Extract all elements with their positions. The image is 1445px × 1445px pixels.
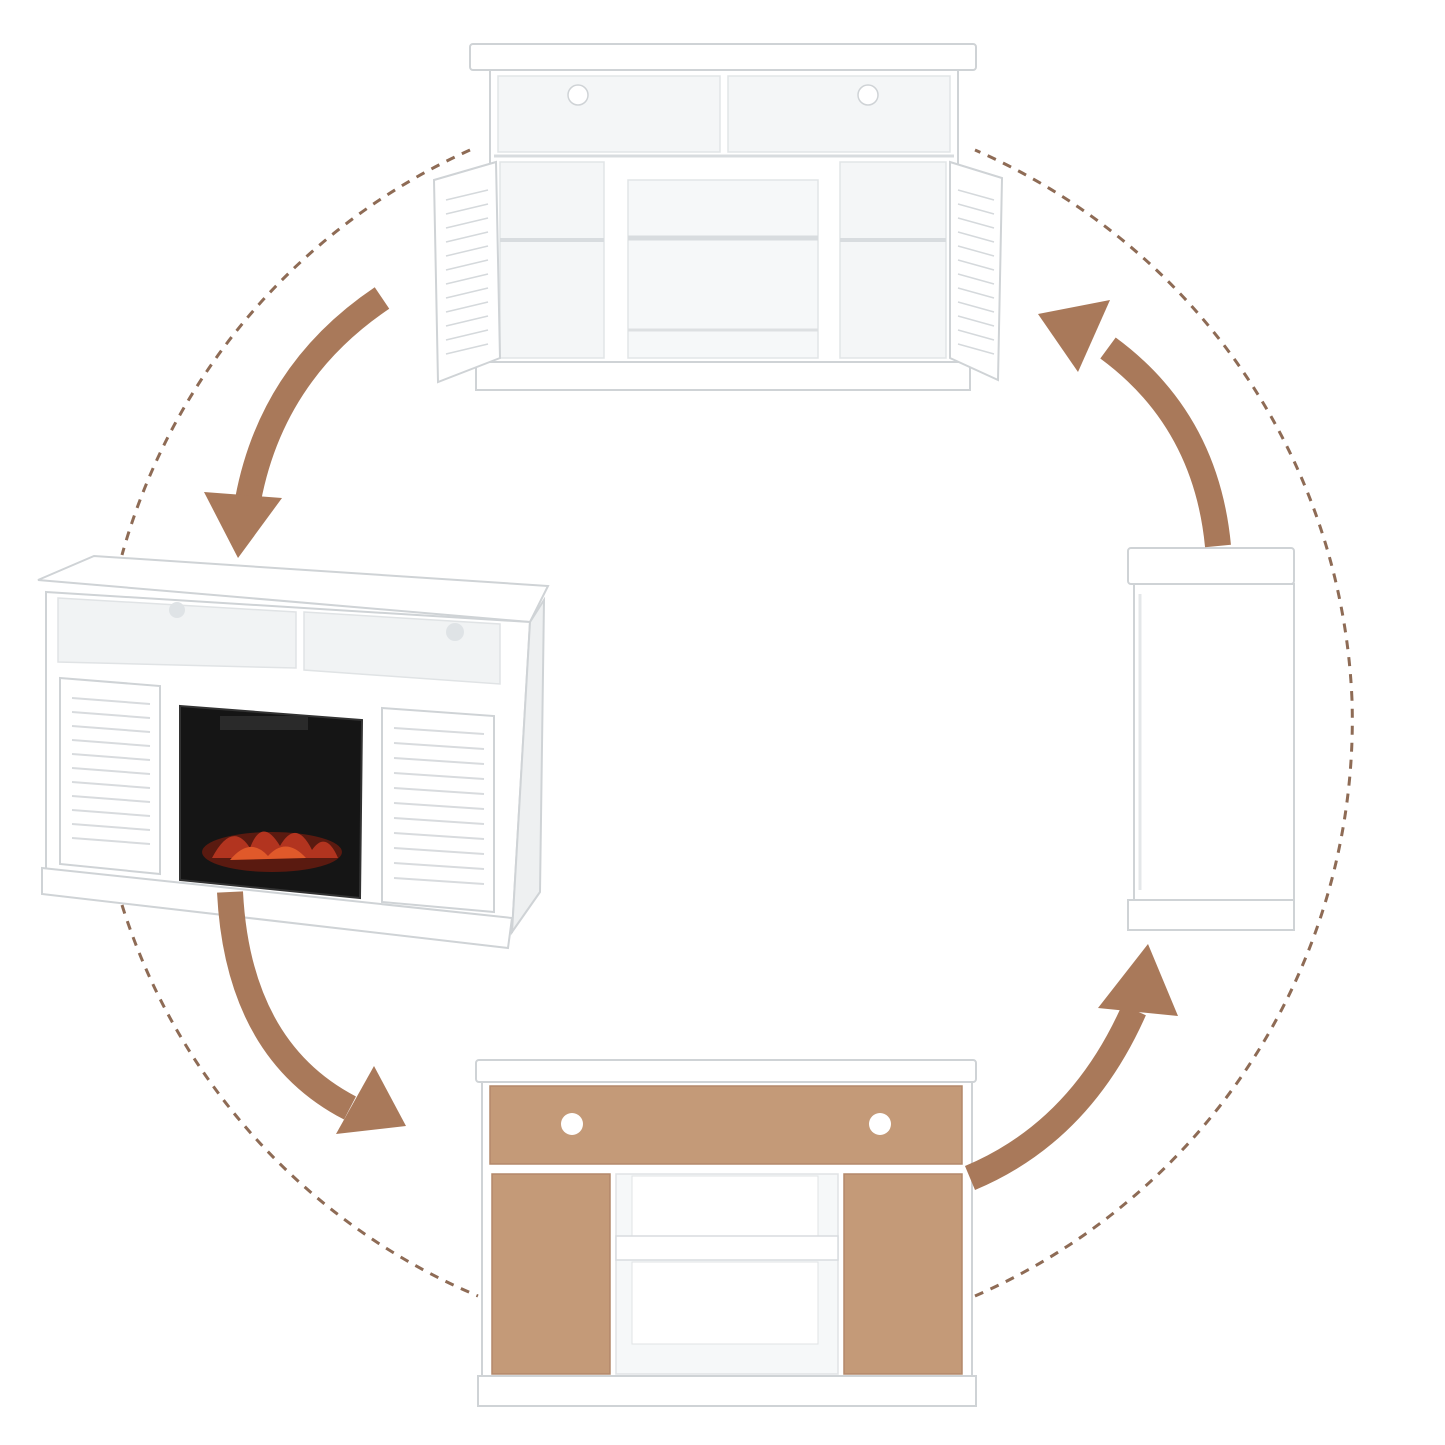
dashed-rotation-ring: [120, 148, 1354, 1298]
cabinet-front-open-view: [432, 43, 1004, 391]
arrow-head-right-bottom-icon: [336, 1066, 406, 1134]
arrow-head-down-left-icon: [204, 492, 282, 558]
arrow-head-up-right-icon: [1098, 944, 1178, 1016]
arrow-heads: [204, 300, 1178, 1134]
cabinet-back-view: [475, 1059, 977, 1407]
cabinet-front-fireplace-view: [37, 554, 550, 950]
rotation-arrows: [217, 287, 1231, 1190]
flame-logs-icon: [202, 831, 342, 872]
arrow-head-up-left-icon: [1038, 300, 1110, 372]
cabinet-side-view: [1127, 547, 1295, 931]
